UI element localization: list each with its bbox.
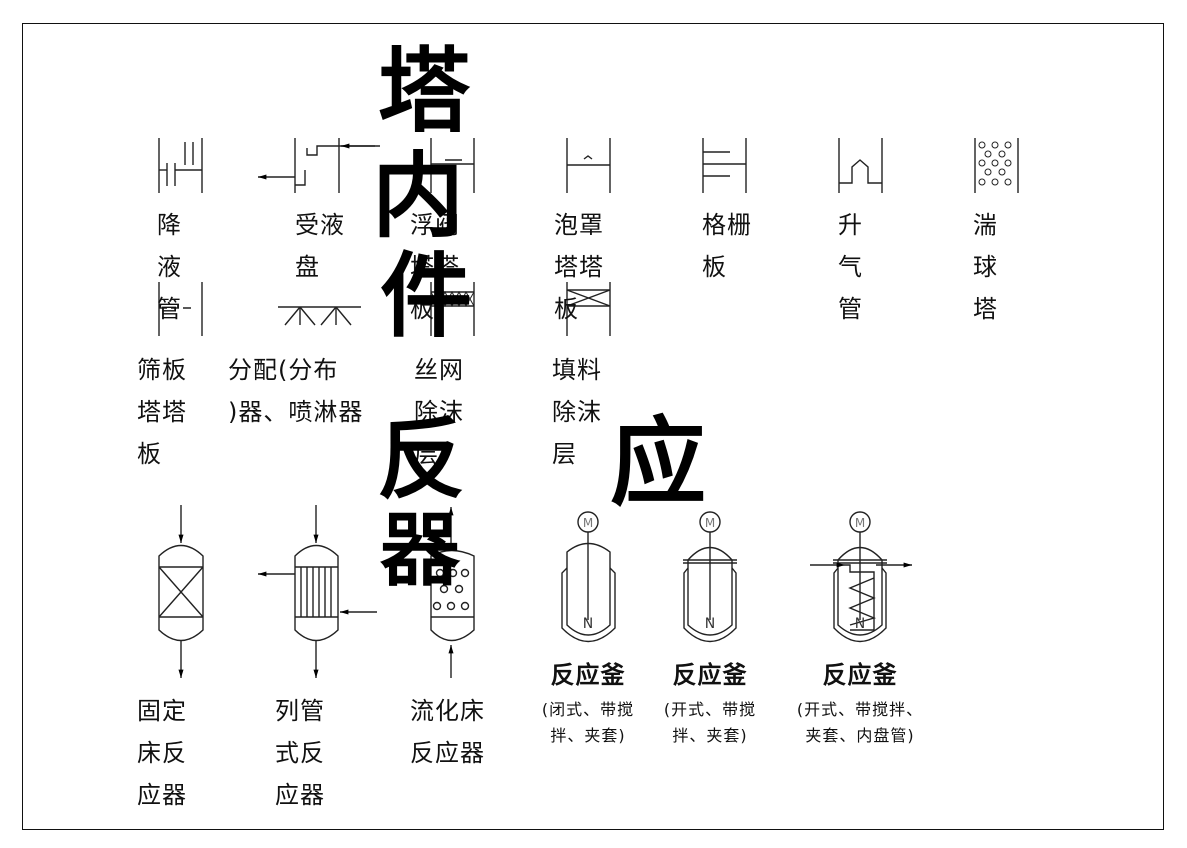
label-sieve-tray: 筛板 塔塔 板 — [137, 356, 187, 468]
fluidized-bed-reactor-symbol — [430, 507, 475, 678]
receiving-pan-symbol — [258, 138, 380, 193]
title-reactor-char-1: 反 — [377, 407, 466, 511]
wire-mesh-symbol — [430, 282, 475, 336]
label-kettle-closed-title: 反应釜 — [550, 661, 626, 689]
title-tower-char-1: 塔 — [378, 37, 471, 145]
label-grid-plate: 格栅 板 — [702, 211, 752, 281]
label-downcomer: 降 液 管 — [157, 211, 182, 323]
label-fixed-bed: 固定 床反 应器 — [137, 697, 187, 809]
tubular-reactor-symbol — [258, 505, 377, 678]
label-fluidized-bed: 流化床 反应器 — [410, 697, 485, 767]
motor-symbol: M — [705, 516, 715, 530]
packing-demister-symbol — [566, 282, 611, 336]
title-reactor-char-3: 器 — [380, 503, 460, 597]
label-wire-mesh: 丝网 除沫 层 — [414, 356, 464, 468]
motor-symbol: M — [855, 516, 865, 530]
distributor-symbol — [278, 306, 361, 326]
kettle-coil-symbol — [810, 511, 912, 643]
label-kettle-coil-title: 反应釜 — [822, 661, 898, 689]
svg-text:N: N — [855, 616, 865, 632]
turbulent-ball-symbol — [974, 138, 1019, 193]
title-tower-char-2: 内 — [372, 142, 465, 250]
label-bubble-cap-tray: 泡罩 塔塔 板 — [554, 211, 604, 323]
label-riser: 升 气 管 — [838, 211, 863, 323]
label-valve-tray: 浮阀 塔塔 板 — [410, 211, 460, 323]
label-packing-demister: 填料 除沫 层 — [552, 356, 602, 468]
svg-text:N: N — [583, 616, 593, 632]
title-reactor-char-2: 应 — [610, 406, 706, 519]
motor-symbol: M — [583, 516, 593, 530]
label-distributor: 分配(分布 )器、喷淋器 — [228, 356, 364, 426]
downcomer-symbol — [158, 138, 203, 193]
label-tubular: 列管 式反 应器 — [275, 697, 325, 809]
riser-symbol — [838, 138, 883, 193]
bubble-cap-tray-symbol — [566, 138, 611, 193]
kettle-open-symbol — [683, 511, 737, 643]
label-receiving-pan: 受液 盘 — [295, 211, 345, 281]
label-turbulent-ball: 湍 球 塔 — [973, 211, 998, 323]
drawing-frame — [22, 23, 1164, 830]
valve-tray-symbol — [430, 138, 475, 193]
fixed-bed-reactor-symbol — [158, 505, 204, 678]
sieve-tray-symbol — [158, 282, 203, 336]
title-tower-char-3: 件 — [380, 242, 473, 350]
label-kettle-open-sub: (开式、带搅 拌、夹套) — [663, 700, 757, 745]
label-kettle-closed-sub: (闭式、带搅 拌、夹套) — [541, 700, 635, 745]
kettle-closed-symbol — [561, 511, 616, 643]
label-kettle-open-title: 反应釜 — [672, 661, 748, 689]
label-kettle-coil-sub: (开式、带搅拌、 夹套、内盘管) — [796, 700, 924, 745]
svg-text:N: N — [705, 616, 715, 632]
grid-plate-symbol — [702, 138, 747, 193]
